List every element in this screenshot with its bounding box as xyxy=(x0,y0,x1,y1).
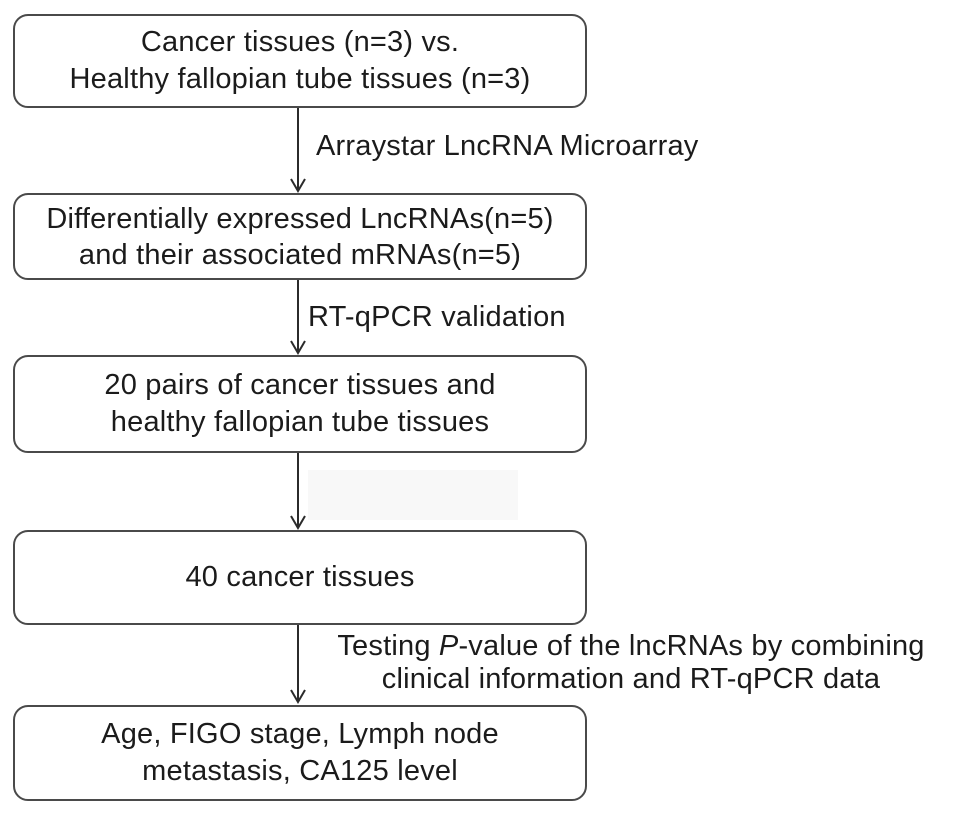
flow-box-differentially-expressed: Differentially expressed LncRNAs(n=5) an… xyxy=(13,193,587,280)
box-line: and their associated mRNAs(n=5) xyxy=(78,238,522,271)
box-line: Age, FIGO stage, Lymph node xyxy=(101,718,499,750)
flow-box-cancer-vs-healthy: Cancer tissues (n=3) vs. Healthy fallopi… xyxy=(13,14,587,108)
label-testing-pvalue-line1: Testing P-value of the lncRNAs by combin… xyxy=(300,630,962,663)
label-text: Testing xyxy=(337,630,439,662)
flow-box-20-pairs: 20 pairs of cancer tissues and healthy f… xyxy=(13,355,587,453)
label-italic-p: P xyxy=(438,630,459,662)
arrow-1 xyxy=(290,108,306,193)
label-testing-pvalue-line2: clinical information and RT-qPCR data xyxy=(381,663,881,695)
box-line: Cancer tissues (n=3) vs. xyxy=(140,26,460,58)
flow-box-clinical-factors: Age, FIGO stage, Lymph node metastasis, … xyxy=(13,705,587,801)
label-testing-pvalue: Testing P-value of the lncRNAs by combin… xyxy=(300,630,962,696)
box-line: 20 pairs of cancer tissues and xyxy=(104,369,496,401)
flow-box-40-cancer-tissues: 40 cancer tissues xyxy=(13,530,587,625)
box-line: metastasis, CA125 level xyxy=(142,755,458,787)
arrow-2 xyxy=(290,280,306,355)
arrow-3 xyxy=(290,453,306,530)
box-line: 40 cancer tissues xyxy=(185,561,415,593)
label-arraystar-microarray: Arraystar LncRNA Microarray xyxy=(316,130,699,162)
label-text: -value of the lncRNAs by combining xyxy=(458,630,925,662)
label-rtqpcr-validation: RT-qPCR validation xyxy=(308,301,566,333)
box-line: Differentially expressed LncRNAs(n=5) xyxy=(46,202,554,235)
faded-label-patch xyxy=(308,470,518,520)
box-line: healthy fallopian tube tissues xyxy=(110,406,490,438)
box-line: Healthy fallopian tube tissues (n=3) xyxy=(69,63,531,95)
